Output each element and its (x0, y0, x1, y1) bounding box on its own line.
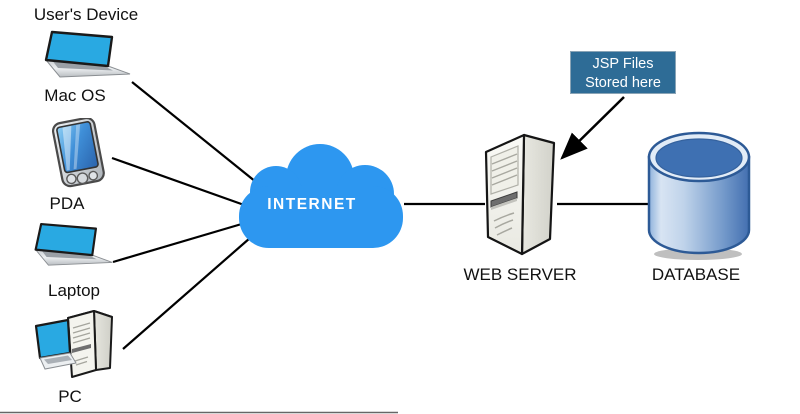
edge-mac-internet (131, 81, 262, 187)
pda-icon (48, 118, 110, 192)
device-label-pc: PC (58, 387, 82, 406)
users-device-heading: User's Device (33, 5, 139, 24)
laptop-icon (32, 222, 116, 270)
edge-laptop-internet (112, 221, 246, 264)
web-server-label: WEB SERVER (463, 265, 577, 284)
edge-pc-internet (122, 237, 251, 350)
device-label-pda: PDA (49, 194, 85, 213)
internet-label: INTERNET (267, 196, 357, 213)
database-label: DATABASE (651, 265, 741, 284)
edge-annotation-arrow (560, 96, 625, 160)
web-server-icon (480, 131, 560, 259)
jsp-files-annotation: JSP Files Stored here (570, 51, 676, 94)
edge-pda-internet (111, 156, 248, 208)
jsp-annotation-line2: Stored here (585, 75, 661, 91)
jsp-annotation-line1: JSP Files (592, 56, 654, 72)
laptop-icon (42, 30, 134, 82)
database-icon (646, 130, 754, 262)
device-label-laptop: Laptop (48, 281, 100, 300)
internet-cloud-icon (236, 140, 406, 250)
desktop-pc-icon (32, 306, 120, 386)
device-label-mac-os: Mac OS (44, 86, 106, 105)
